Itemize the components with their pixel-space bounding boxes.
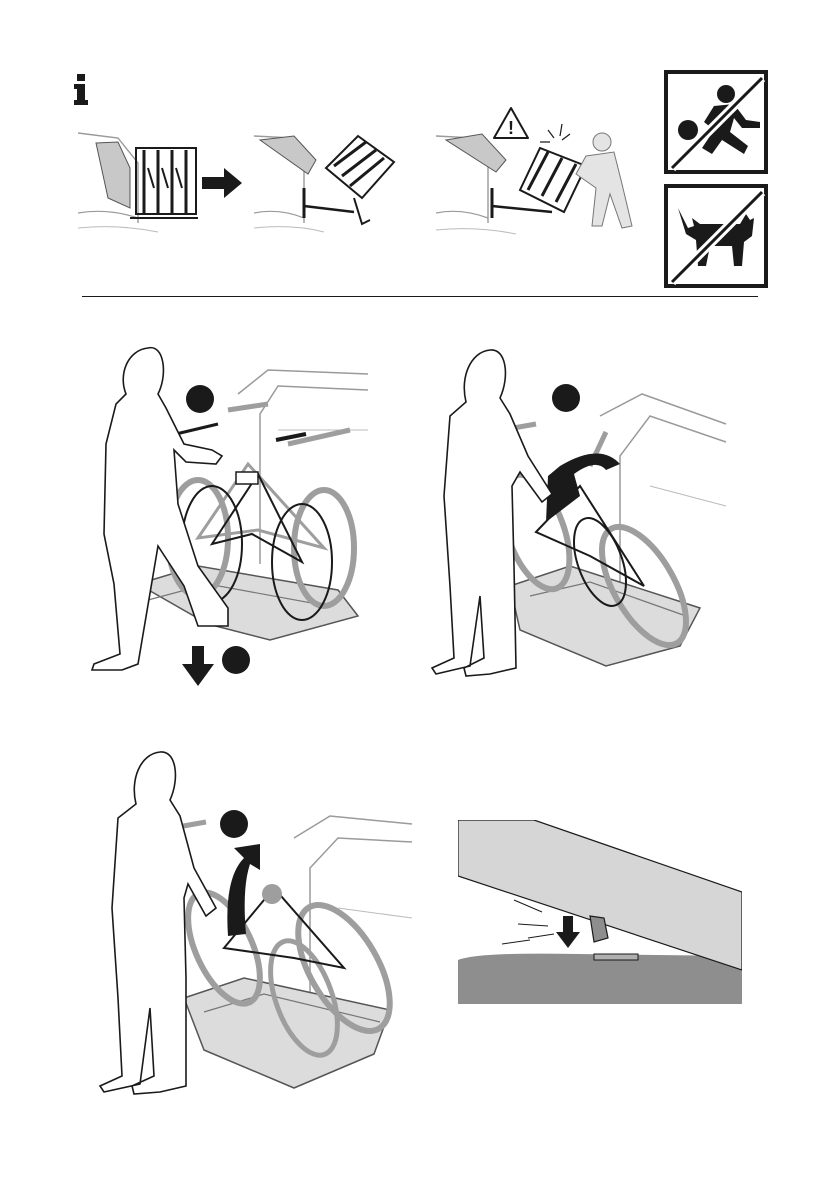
- step-marker-dot: [220, 810, 248, 838]
- car-with-folded-bike-rack: [78, 128, 210, 238]
- step-3-illustration: [94, 748, 414, 1114]
- info-icon: [70, 74, 94, 106]
- step-marker-dot: [552, 384, 580, 412]
- warning-glyph: !: [508, 118, 514, 138]
- car-rack-tilt-hazard-warning: [436, 108, 646, 240]
- car-with-tilted-bike-rack: [254, 128, 400, 238]
- tailgate-clearance-detail: [458, 820, 742, 1004]
- step-marker-dot: [222, 646, 250, 674]
- right-arrow-icon: [202, 168, 242, 198]
- step-2-illustration: [430, 346, 730, 692]
- step-1-illustration: [88, 334, 378, 694]
- warning-triangle-icon: !: [492, 106, 530, 140]
- section-divider: [82, 296, 758, 297]
- down-arrow-icon: [556, 916, 580, 948]
- no-dogs-icon: [664, 184, 768, 288]
- no-children-playing-icon: [664, 70, 768, 174]
- step-marker-dot: [186, 385, 214, 413]
